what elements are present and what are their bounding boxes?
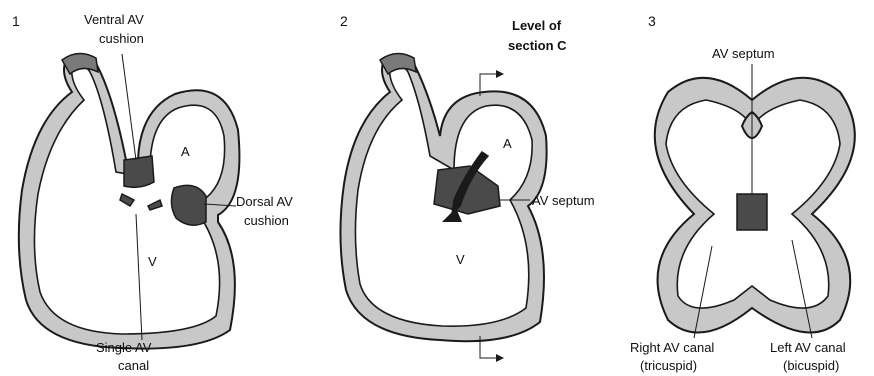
- panel-1-dorsal-label-1: Dorsal AV: [236, 194, 293, 209]
- panel-1-atrium-label: A: [181, 144, 190, 159]
- panel-1-dorsal-label-2: cushion: [244, 213, 289, 228]
- panel-3-number: 3: [648, 13, 656, 29]
- panel-2-section-arrow-bottom: [496, 354, 504, 362]
- panel-1-dorsal-cushion: [171, 185, 206, 225]
- panel-2-atrium-label: A: [503, 136, 512, 151]
- panel-3: 3 AV septum Right AV canal (tricuspid) L…: [630, 13, 855, 373]
- panel-3-av-septum-block: [737, 194, 767, 230]
- panel-1-ventricle-label: V: [148, 254, 157, 269]
- panel-2-level-label-2: section C: [508, 38, 567, 53]
- panel-2-septum-label: AV septum: [532, 193, 595, 208]
- panel-1-ventral-label-2: cushion: [99, 31, 144, 46]
- panel-1-ventral-leader: [122, 54, 136, 160]
- panel-2: 2 Level of section C A V AV septum: [340, 13, 595, 362]
- panel-3-left-label-1: Left AV canal: [770, 340, 846, 355]
- panel-3-left-label-2: (bicuspid): [783, 358, 839, 373]
- panel-1-ventral-cushion: [124, 156, 154, 187]
- panel-1: 1 Ventral AV cushion A V Dorsal AV cushi…: [12, 12, 293, 373]
- panel-2-ventricle-label: V: [456, 252, 465, 267]
- panel-2-level-label-1: Level of: [512, 18, 562, 33]
- panel-1-number: 1: [12, 13, 20, 29]
- panel-1-canal-label-1: Single AV: [96, 340, 152, 355]
- panel-1-canal-label-2: canal: [118, 358, 149, 373]
- panel-3-right-label-1: Right AV canal: [630, 340, 714, 355]
- panel-1-ventral-label-1: Ventral AV: [84, 12, 144, 27]
- panel-2-number: 2: [340, 13, 348, 29]
- panel-3-right-label-2: (tricuspid): [640, 358, 697, 373]
- panel-3-septum-label: AV septum: [712, 46, 775, 61]
- panel-2-section-arrow-top: [496, 70, 504, 78]
